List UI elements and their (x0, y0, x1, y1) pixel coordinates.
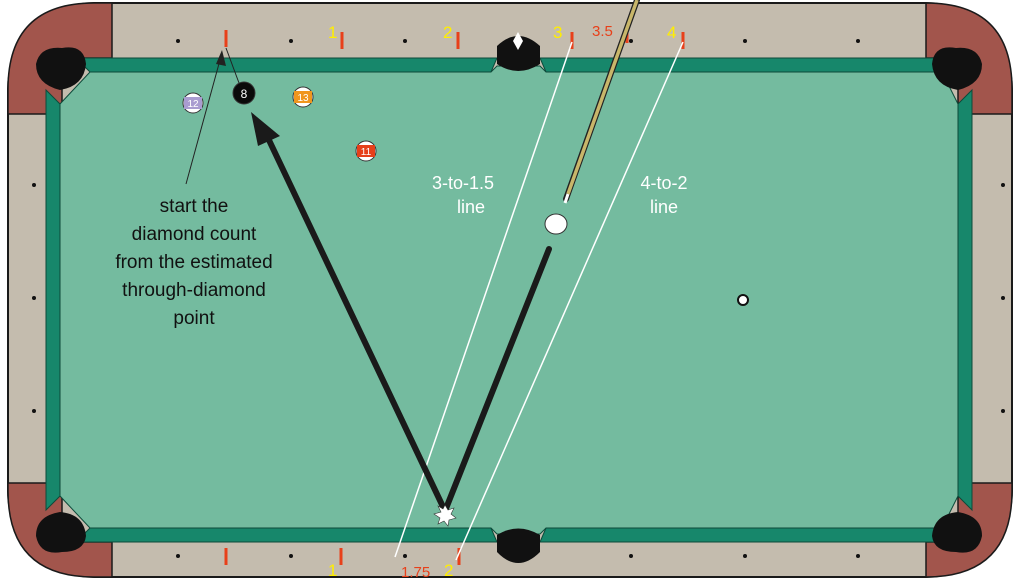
rail-diamond (403, 39, 407, 43)
rail-diamond (289, 39, 293, 43)
annotation-line-3: from the estimated (115, 252, 272, 273)
rail-diamond (1001, 409, 1005, 413)
rail-diamond (1001, 296, 1005, 300)
three-line-label-1: 3-to-1.5 (432, 173, 494, 193)
bottom-rail-half-label: 1.75 (401, 564, 430, 581)
rail-diamond (1001, 183, 1005, 187)
rail-diamond (743, 554, 747, 558)
ball-11: 11 (356, 141, 376, 161)
annotation-line-5: point (173, 308, 215, 329)
rail-diamond (176, 554, 180, 558)
bottom-rail-number-1: 1 (328, 561, 337, 580)
annotation-line-1: start the (160, 196, 229, 217)
four-line-label-1: 4-to-2 (640, 173, 687, 193)
annotation-line-4: through-diamond (122, 280, 266, 301)
rail-diamond (32, 183, 36, 187)
top-rail-number-3: 3 (553, 23, 562, 42)
rail-diamond (403, 554, 407, 558)
three-line-label-2: line (457, 197, 485, 217)
top-rail-number-4: 4 (667, 23, 676, 42)
ball-11-number: 11 (361, 147, 372, 158)
cushion-top-left (76, 58, 497, 72)
cushion-bottom-right (540, 528, 956, 542)
top-rail-number-2: 2 (443, 23, 452, 42)
cue-ball-icon (545, 214, 567, 234)
ball-13: 13 (293, 87, 313, 107)
object-ball-icon (738, 295, 748, 305)
rail-diamond (32, 296, 36, 300)
top-rail-number-1: 1 (328, 23, 337, 42)
rail-diamond (856, 39, 860, 43)
cushion-left (46, 90, 60, 510)
cushion-right (958, 90, 972, 510)
top-rail-half-label: 3.5 (592, 23, 613, 40)
rail-diamond (176, 39, 180, 43)
four-line-label-2: line (650, 197, 678, 217)
ball-8-number: 8 (241, 87, 248, 101)
ball-12-number: 12 (187, 99, 199, 110)
ball-13-number: 13 (297, 93, 309, 104)
ball-8: 8 (233, 82, 255, 104)
cushion-bottom-left (76, 528, 497, 542)
rail-diamond (289, 554, 293, 558)
rail-diamond (629, 39, 633, 43)
cushion-top-right (540, 58, 956, 72)
rail-diamond (856, 554, 860, 558)
annotation-line-2: diamond count (132, 224, 257, 245)
rail-diamond (629, 554, 633, 558)
bottom-rail-number-2: 2 (444, 561, 453, 580)
rail-diamond (32, 409, 36, 413)
ball-12: 12 (183, 93, 203, 113)
rail-diamond (743, 39, 747, 43)
